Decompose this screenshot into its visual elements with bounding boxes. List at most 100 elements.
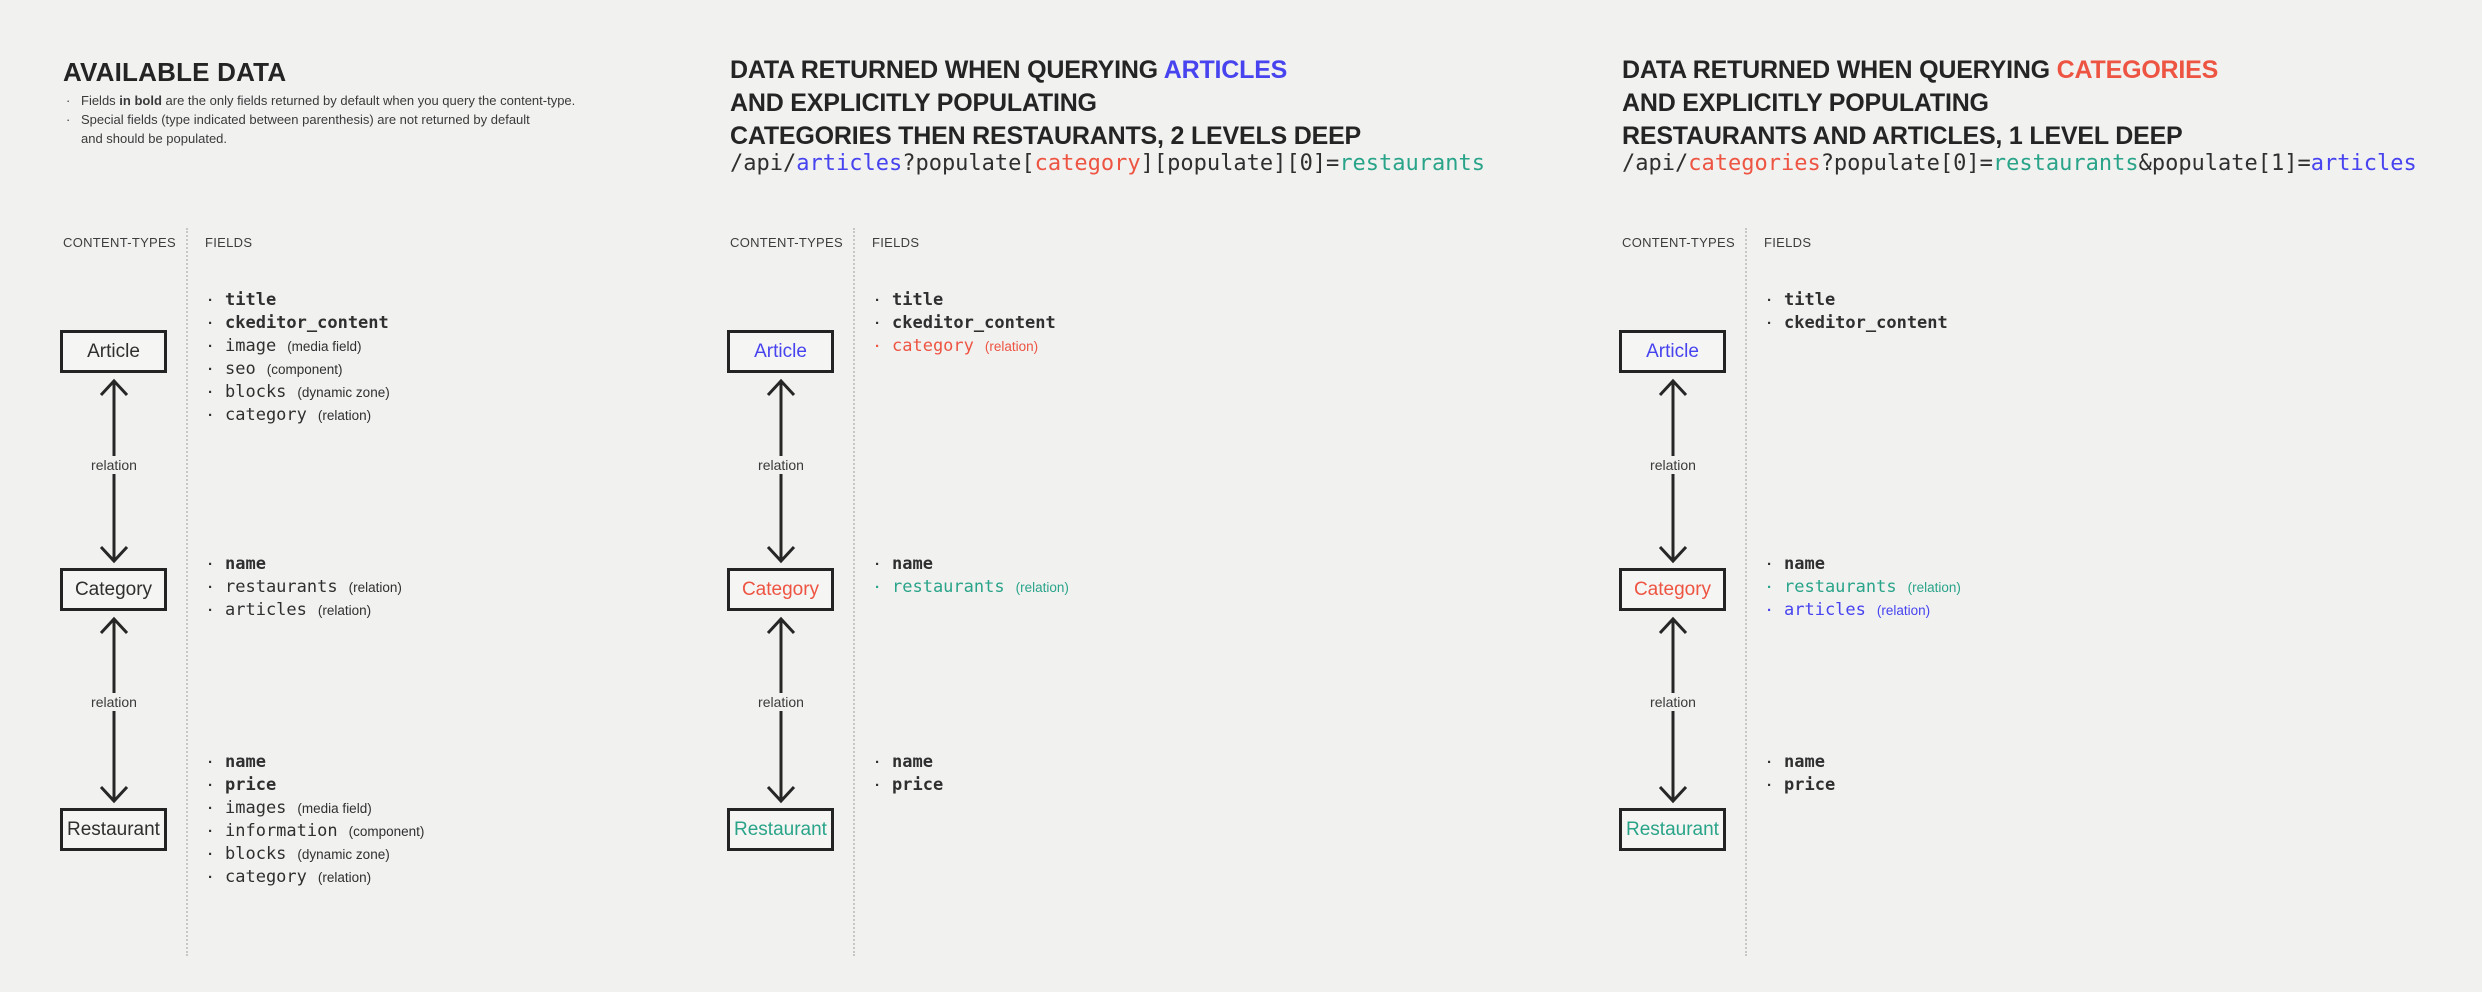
field-name: price <box>1784 775 1836 795</box>
code-segment: restaurants <box>1992 151 2139 176</box>
bullet-icon: · <box>66 112 71 127</box>
field-item: ·name <box>875 751 943 774</box>
panel-title: DATA RETURNED WHEN QUERYING CATEGORIES A… <box>1622 54 2218 153</box>
bullet-icon: · <box>875 556 880 573</box>
title-line-3: RESTAURANTS AND ARTICLES, 1 LEVEL DEEP <box>1622 121 2183 150</box>
field-name: image <box>225 336 277 356</box>
box-label: Category <box>741 578 820 600</box>
title-text: DATA RETURNED WHEN QUERYING <box>730 55 1164 84</box>
field-item: ·restaurants(relation) <box>1767 576 1961 599</box>
bullet-icon: · <box>1767 315 1772 332</box>
code-segment: ][populate][0]= <box>1140 151 1340 176</box>
panel-available-data: AVAILABLE DATA · Fields in bold are the … <box>60 0 703 992</box>
column-divider <box>1745 228 1747 956</box>
field-name: title <box>225 290 277 310</box>
bullet-icon: · <box>875 777 880 794</box>
content-type-box-category: Category <box>1619 568 1726 611</box>
field-type: (dynamic zone) <box>297 385 390 400</box>
relation-label: relation <box>1647 456 1699 474</box>
title-line-1: DATA RETURNED WHEN QUERYING ARTICLES <box>730 54 1361 87</box>
note-line-2: and should be populated. <box>81 131 228 146</box>
box-label: Category <box>1633 578 1712 600</box>
field-name: title <box>1784 290 1836 310</box>
field-name: articles <box>1784 600 1866 620</box>
article-field-list: ·title ·ckeditor_content <box>1767 289 1948 335</box>
field-type: (relation) <box>1876 603 1931 618</box>
bullet-icon: · <box>875 338 880 355</box>
api-query-code: /api/articles?populate[category][populat… <box>730 151 1485 176</box>
panel-query-categories: DATA RETURNED WHEN QUERYING CATEGORIES A… <box>1619 0 2472 992</box>
field-item: ·information(component) <box>208 820 424 843</box>
title-highlight: ARTICLES <box>1163 55 1288 84</box>
field-name: price <box>225 775 277 795</box>
field-name: category <box>892 336 974 356</box>
field-item: ·name <box>1767 751 1835 774</box>
field-item: · price <box>1767 774 1835 797</box>
field-item: ·price <box>208 774 424 797</box>
relation-label: relation <box>755 693 807 711</box>
bullet-icon: · <box>66 93 71 108</box>
content-types-column-label: CONTENT-TYPES <box>730 235 843 250</box>
field-name: restaurants <box>892 577 1005 597</box>
box-label: Article <box>1646 340 1699 362</box>
field-name: seo <box>225 359 256 379</box>
field-name: name <box>225 752 266 772</box>
field-item: ·articles(relation) <box>208 599 402 622</box>
code-segment: ?populate[0]= <box>1820 151 1993 176</box>
field-item: ·price <box>875 774 943 797</box>
field-item: · title <box>1767 289 1948 312</box>
fields-column-label: FIELDS <box>205 235 253 250</box>
note-line-1: Special fields (type indicated between p… <box>81 112 530 127</box>
category-field-list: ·name ·restaurants(relation) <box>875 553 1069 599</box>
content-type-box-restaurant: Restaurant <box>1619 808 1726 851</box>
field-item: ·title <box>208 289 390 312</box>
field-type: (relation) <box>984 339 1039 354</box>
restaurant-field-list: ·name · price <box>1767 751 1835 797</box>
bullet-icon: · <box>875 754 880 771</box>
title-text: DATA RETURNED WHEN QUERYING <box>1622 55 2057 84</box>
field-name: images <box>225 798 287 818</box>
field-name: name <box>1784 752 1825 772</box>
field-item: · category (relation) <box>875 335 1056 358</box>
content-type-box-restaurant: Restaurant <box>727 808 834 851</box>
bullet-icon: · <box>208 823 213 840</box>
field-type: (relation) <box>348 580 402 595</box>
field-name: name <box>225 554 266 574</box>
bullet-icon: · <box>1767 292 1772 309</box>
field-name: ckeditor_content <box>225 313 389 333</box>
note-item: · Special fields (type indicated between… <box>66 110 575 148</box>
bullet-icon: · <box>1767 777 1772 794</box>
box-label: Restaurant <box>734 818 827 840</box>
bullet-icon: · <box>208 800 213 817</box>
field-item: ·blocks(dynamic zone) <box>208 381 390 404</box>
bullet-icon: · <box>875 579 880 596</box>
field-name: blocks <box>225 844 287 864</box>
code-segment: articles <box>2310 151 2417 176</box>
bullet-icon: · <box>1767 602 1772 619</box>
box-label: Article <box>87 340 140 362</box>
field-name: category <box>225 867 307 887</box>
box-label: Category <box>74 578 153 600</box>
code-segment: /api/ <box>1622 151 1689 176</box>
column-divider <box>186 228 188 956</box>
note-text-pre: Fields <box>81 93 120 108</box>
relation-label: relation <box>1647 693 1699 711</box>
bullet-icon: · <box>208 846 213 863</box>
field-item: ·seo(component) <box>208 358 390 381</box>
bullet-icon: · <box>875 292 880 309</box>
code-segment: ?populate[ <box>902 151 1035 176</box>
content-type-box-article: Article <box>727 330 834 373</box>
field-type: (media field) <box>297 801 372 816</box>
field-type: (media field) <box>287 339 362 354</box>
article-field-list: ·title ·ckeditor_content ·image(media fi… <box>208 289 390 427</box>
field-type: (relation) <box>317 870 372 885</box>
field-type: (component) <box>348 824 425 839</box>
field-name: ckeditor_content <box>892 313 1056 333</box>
code-segment: /api/ <box>730 151 797 176</box>
fields-column-label: FIELDS <box>1764 235 1812 250</box>
content-types-column-label: CONTENT-TYPES <box>1622 235 1735 250</box>
field-item: ·name <box>208 553 402 576</box>
field-name: category <box>225 405 307 425</box>
relation-label: relation <box>88 693 140 711</box>
bullet-icon: · <box>208 361 213 378</box>
